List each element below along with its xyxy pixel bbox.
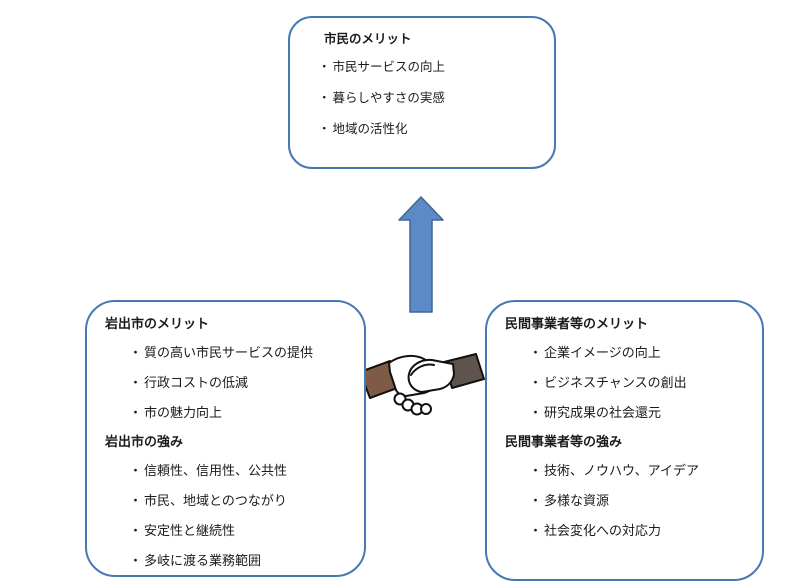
bullet-glyph: ・ — [529, 523, 543, 538]
bullet-item-text: 企業イメージの向上 — [544, 345, 661, 360]
bullet-item-text: 地域の活性化 — [332, 122, 408, 136]
bullet-item: ・社会変化への対応力 — [487, 516, 762, 546]
bullet-glyph: ・ — [129, 405, 143, 420]
bullet-item: ・信頼性、信用性、公共性 — [87, 456, 364, 486]
bullet-glyph: ・ — [529, 375, 543, 390]
bullet-glyph: ・ — [318, 60, 331, 74]
bullet-glyph: ・ — [529, 405, 543, 420]
bullet-item: ・安定性と継続性 — [87, 516, 364, 546]
bullet-item-text: 市民サービスの向上 — [332, 60, 446, 74]
bullet-item-text: 技術、ノウハウ、アイデア — [544, 463, 699, 478]
bullet-item: ・質の高い市民サービスの提供 — [87, 338, 364, 368]
bullet-item-text: 信頼性、信用性、公共性 — [144, 463, 288, 478]
citizens-merits-heading: 市民のメリット — [324, 32, 412, 46]
bullet-item-text: 市民、地域とのつながり — [144, 493, 287, 508]
bullet-item-text: 市の魅力向上 — [144, 405, 223, 420]
bullet-item: ・市の魅力向上 — [87, 398, 364, 428]
bullet-item-text: 社会変化への対応力 — [544, 523, 662, 538]
bullet-item: ・市民、地域とのつながり — [87, 486, 364, 516]
bullet-glyph: ・ — [529, 463, 543, 478]
bullet-item-text: ビジネスチャンスの創出 — [544, 375, 687, 390]
bullet-glyph: ・ — [318, 122, 331, 136]
box-citizens-merits: 市民のメリット ・市民サービスの向上 ・暮らしやすさの実感 ・地域の活性化 — [288, 16, 556, 169]
up-arrow-shape — [398, 196, 444, 313]
bullet-glyph: ・ — [129, 345, 143, 360]
bullet-item: ・技術、ノウハウ、アイデア — [487, 456, 762, 486]
bullet-glyph: ・ — [129, 523, 143, 538]
bullet-item-text: 安定性と継続性 — [144, 523, 236, 538]
bullet-item: ・多岐に渡る業務範囲 — [87, 546, 364, 576]
box-private-merits: 民間事業者等のメリット ・企業イメージの向上 ・ビジネスチャンスの創出 ・研究成… — [485, 300, 764, 581]
bullet-glyph: ・ — [129, 375, 143, 390]
bullet-item-text: 多様な資源 — [544, 493, 610, 508]
bullet-item: ・研究成果の社会還元 — [487, 398, 762, 428]
city-strengths-heading: 岩出市の強み — [105, 434, 184, 449]
bullet-glyph: ・ — [529, 345, 543, 360]
bullet-glyph: ・ — [129, 553, 143, 568]
bullet-item: ・暮らしやすさの実感 — [290, 83, 554, 114]
bullet-item-text: 質の高い市民サービスの提供 — [144, 345, 314, 360]
up-arrow-icon — [398, 196, 444, 314]
bullet-glyph: ・ — [129, 463, 143, 478]
bullet-item: ・地域の活性化 — [290, 114, 554, 145]
bullet-item: ・企業イメージの向上 — [487, 338, 762, 368]
bullet-item: ・多様な資源 — [487, 486, 762, 516]
bullet-item: ・市民サービスの向上 — [290, 52, 554, 83]
bullet-item: ・ビジネスチャンスの創出 — [487, 368, 762, 398]
private-merits-heading: 民間事業者等のメリット — [505, 316, 649, 331]
private-strengths-heading: 民間事業者等の強み — [505, 434, 623, 449]
bullet-glyph: ・ — [318, 91, 331, 105]
bullet-item-text: 暮らしやすさの実感 — [332, 91, 445, 105]
box-city-merits: 岩出市のメリット ・質の高い市民サービスの提供 ・行政コストの低減 ・市の魅力向… — [85, 300, 366, 577]
handshake-icon — [358, 342, 485, 430]
bullet-item-text: 研究成果の社会還元 — [544, 405, 662, 420]
city-merits-heading: 岩出市のメリット — [105, 316, 210, 331]
bullet-item-text: 多岐に渡る業務範囲 — [144, 553, 262, 568]
bullet-item-text: 行政コストの低減 — [144, 375, 249, 390]
bullet-item: ・行政コストの低減 — [87, 368, 364, 398]
bullet-glyph: ・ — [129, 493, 143, 508]
handshake-shape — [359, 353, 485, 416]
bullet-glyph: ・ — [529, 493, 543, 508]
